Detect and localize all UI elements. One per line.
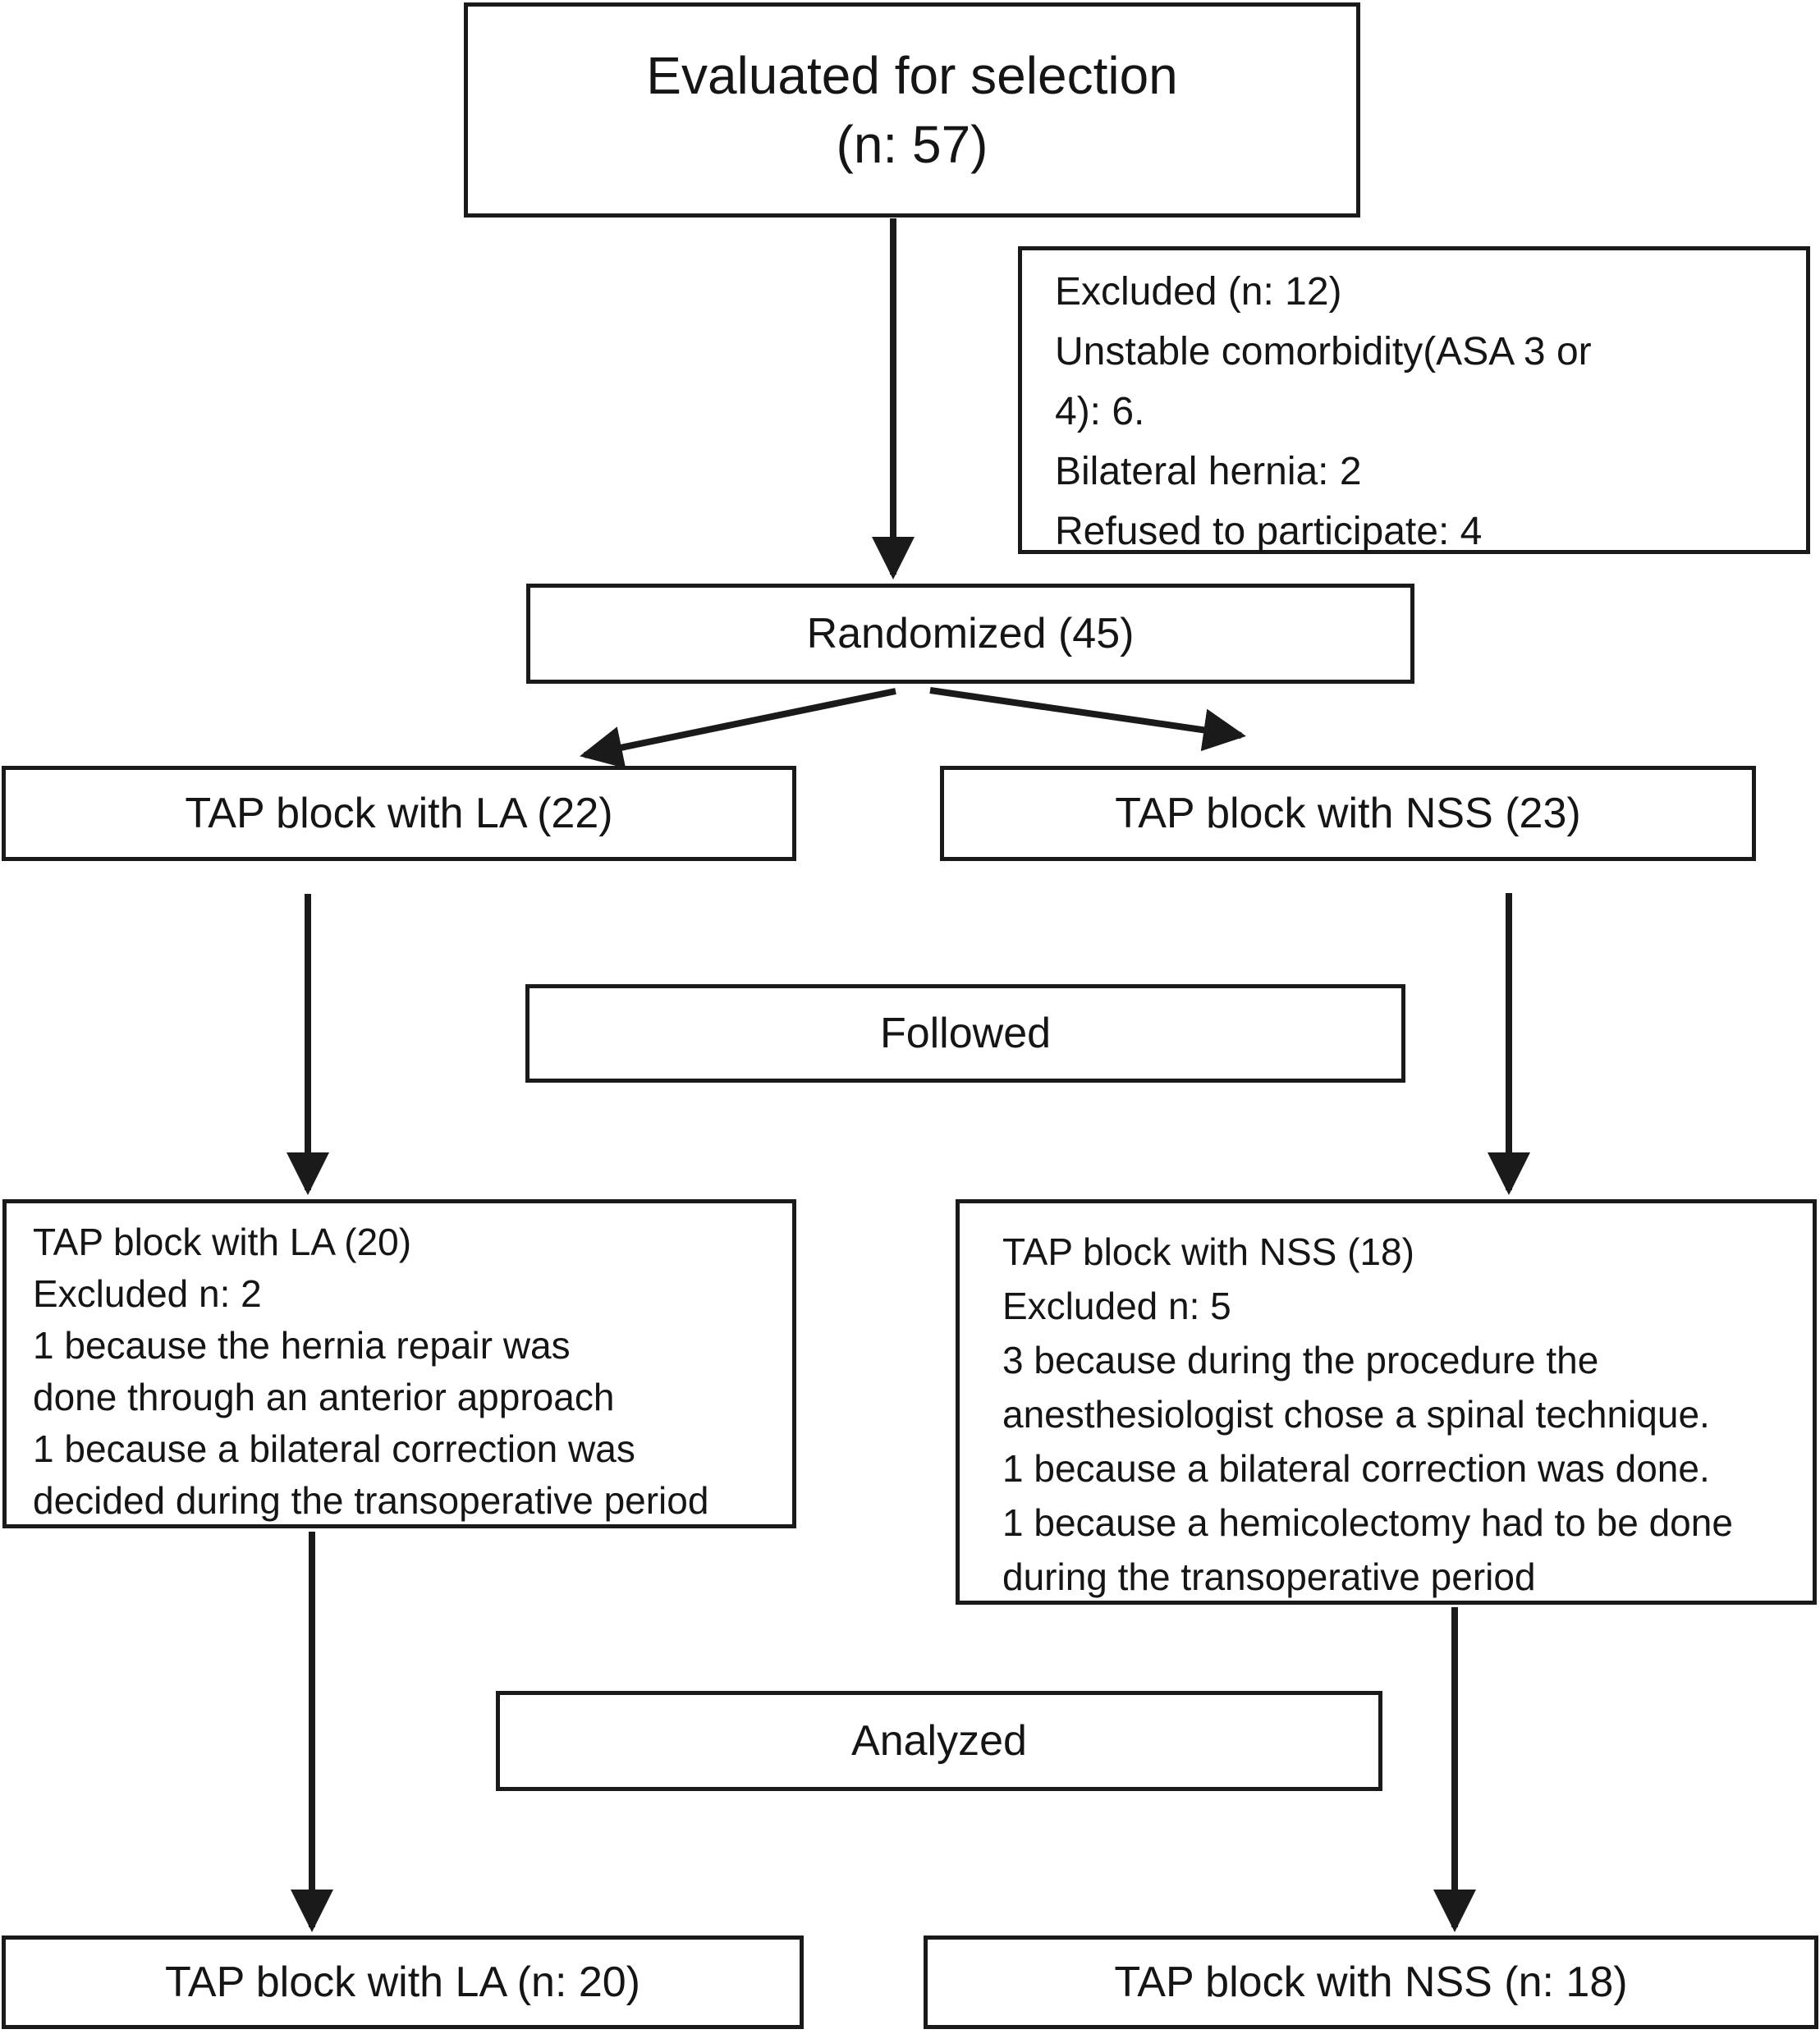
followed-box: Followed (525, 984, 1405, 1083)
nss-detail-line-4: anesthesiologist chose a spinal techniqu… (1002, 1393, 1710, 1436)
evaluated-for-selection-box: Evaluated for selection (n: 57) (464, 2, 1360, 218)
excluded-line-1: Excluded (n: 12) (1055, 270, 1342, 314)
excluded-box: Excluded (n: 12) Unstable comorbidity(AS… (1018, 246, 1810, 554)
excluded-line-2: Unstable comorbidity(ASA 3 or (1055, 330, 1592, 373)
la-detail-line-3: 1 because the hernia repair was (33, 1324, 571, 1367)
la-detail-line-6: decided during the transoperative period (33, 1479, 709, 1522)
nss-detail-line-6: 1 because a hemicolectomy had to be done (1002, 1501, 1733, 1544)
followed-label: Followed (879, 1010, 1052, 1057)
tap-nss-detail-box: TAP block with NSS (18) Excluded n: 5 3 … (956, 1199, 1817, 1605)
tap-nss-final-label: TAP block with NSS (n: 18) (1114, 1958, 1628, 2006)
tap-la-box: TAP block with LA (22) (2, 766, 796, 861)
la-detail-line-2: Excluded n: 2 (33, 1272, 262, 1315)
tap-nss-label: TAP block with NSS (23) (1115, 790, 1581, 837)
arrow-randomized-to-tap-nss (929, 687, 1246, 752)
nss-detail-line-1: TAP block with NSS (18) (1002, 1230, 1414, 1273)
la-detail-line-1: TAP block with LA (20) (33, 1221, 412, 1263)
nss-detail-line-3: 3 because during the procedure the (1002, 1339, 1599, 1381)
tap-la-label: TAP block with LA (22) (185, 790, 613, 837)
randomized-label: Randomized (45) (806, 610, 1135, 657)
nss-detail-line-5: 1 because a bilateral correction was don… (1002, 1447, 1710, 1490)
arrow-randomized-to-tap-la (580, 688, 896, 769)
tap-la-final-label: TAP block with LA (n: 20) (164, 1958, 640, 2006)
evaluated-line-2: (n: 57) (836, 115, 988, 174)
evaluated-label: Evaluated for selection (n: 57) (646, 41, 1178, 179)
tap-nss-final-box: TAP block with NSS (n: 18) (924, 1936, 1818, 2029)
analyzed-box: Analyzed (496, 1691, 1382, 1791)
la-detail-line-5: 1 because a bilateral correction was (33, 1427, 635, 1470)
nss-detail-line-2: Excluded n: 5 (1002, 1285, 1231, 1327)
excluded-line-4: Bilateral hernia: 2 (1055, 450, 1362, 493)
evaluated-line-1: Evaluated for selection (646, 46, 1178, 105)
la-detail-line-4: done through an anterior approach (33, 1376, 615, 1418)
excluded-line-3: 4): 6. (1055, 390, 1145, 433)
excluded-line-5: Refused to participate: 4 (1055, 510, 1483, 553)
tap-la-detail-box: TAP block with LA (20) Excluded n: 2 1 b… (2, 1199, 796, 1528)
analyzed-label: Analyzed (851, 1717, 1027, 1765)
nss-detail-line-7: during the transoperative period (1002, 1555, 1536, 1598)
tap-nss-box: TAP block with NSS (23) (940, 766, 1756, 861)
tap-la-final-box: TAP block with LA (n: 20) (2, 1936, 804, 2029)
randomized-box: Randomized (45) (526, 584, 1414, 684)
